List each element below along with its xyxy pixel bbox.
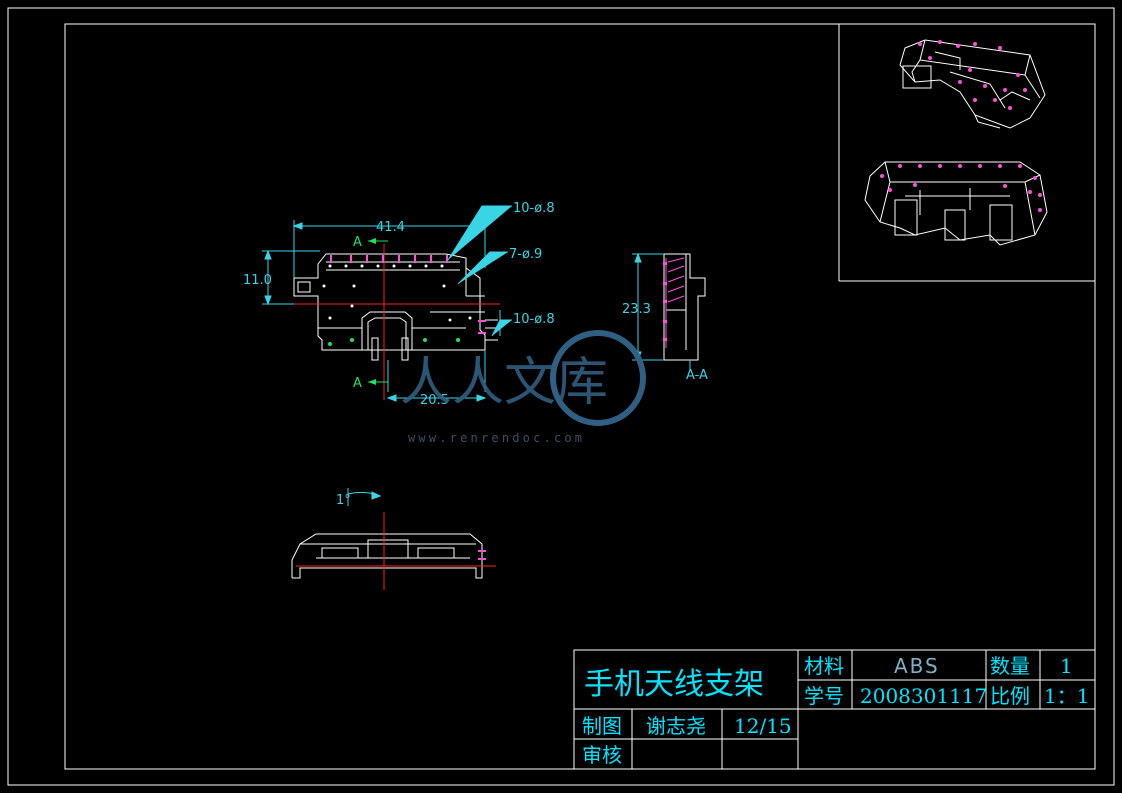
watermark-brand: 人人文库 bbox=[400, 353, 608, 413]
material-value: ABS bbox=[894, 654, 940, 678]
drawn-value: 谢志尧 bbox=[646, 714, 706, 738]
isometric-view-box bbox=[838, 24, 1095, 282]
outer-border bbox=[7, 7, 1115, 786]
dim-bottom-width: 20.5 bbox=[420, 393, 449, 408]
dim-angle: 1° bbox=[336, 493, 351, 508]
review-label: 审核 bbox=[582, 743, 622, 767]
watermark-url: www.renrendoc.com bbox=[408, 431, 585, 445]
section-label-bottom: A bbox=[353, 376, 362, 391]
watermark: 人人文库 www.renrendoc.com bbox=[400, 330, 646, 445]
dim-section-height: 23.3 bbox=[622, 302, 651, 317]
dim-hole-top: 10-ø.8 bbox=[513, 201, 555, 216]
title-block: 手机天线支架 材料 ABS 数量 1 学号 2008301117 比例 1：1 … bbox=[573, 649, 1096, 770]
bottom-view: 1° bbox=[291, 488, 496, 590]
section-view-label: A-A bbox=[686, 368, 708, 383]
section-view: 23.3 A-A bbox=[622, 252, 708, 383]
isometric-view-bottom bbox=[864, 161, 1048, 246]
watermark-ring bbox=[550, 330, 646, 426]
section-label-top: A bbox=[353, 235, 362, 250]
sheet-value: 12/15 bbox=[734, 714, 792, 738]
drawn-label: 制图 bbox=[582, 714, 622, 738]
isometric-view-top bbox=[899, 39, 1046, 129]
section-arrow-bottom: A bbox=[353, 376, 388, 391]
dim-total-width: 41.4 bbox=[376, 220, 405, 235]
isometric-view-top-dots bbox=[918, 40, 1027, 110]
dim-hole-side: 7-ø.9 bbox=[509, 247, 542, 262]
quantity-label: 数量 bbox=[990, 654, 1030, 678]
scale-label: 比例 bbox=[990, 684, 1030, 708]
scale-value: 1：1 bbox=[1044, 684, 1089, 708]
student-no-label: 学号 bbox=[804, 684, 844, 708]
part-name: 手机天线支架 bbox=[584, 667, 764, 702]
dim-left-height: 11.0 bbox=[243, 273, 272, 288]
front-view: A A 41.4 bbox=[243, 201, 555, 408]
section-arrow-top: A bbox=[353, 235, 388, 250]
material-label: 材料 bbox=[804, 654, 844, 678]
dim-hole-right: 10-ø.8 bbox=[513, 312, 555, 327]
isometric-view-bottom-dots bbox=[880, 164, 1042, 212]
quantity-value: 1 bbox=[1060, 654, 1073, 678]
student-no-value: 2008301117 bbox=[860, 684, 987, 708]
